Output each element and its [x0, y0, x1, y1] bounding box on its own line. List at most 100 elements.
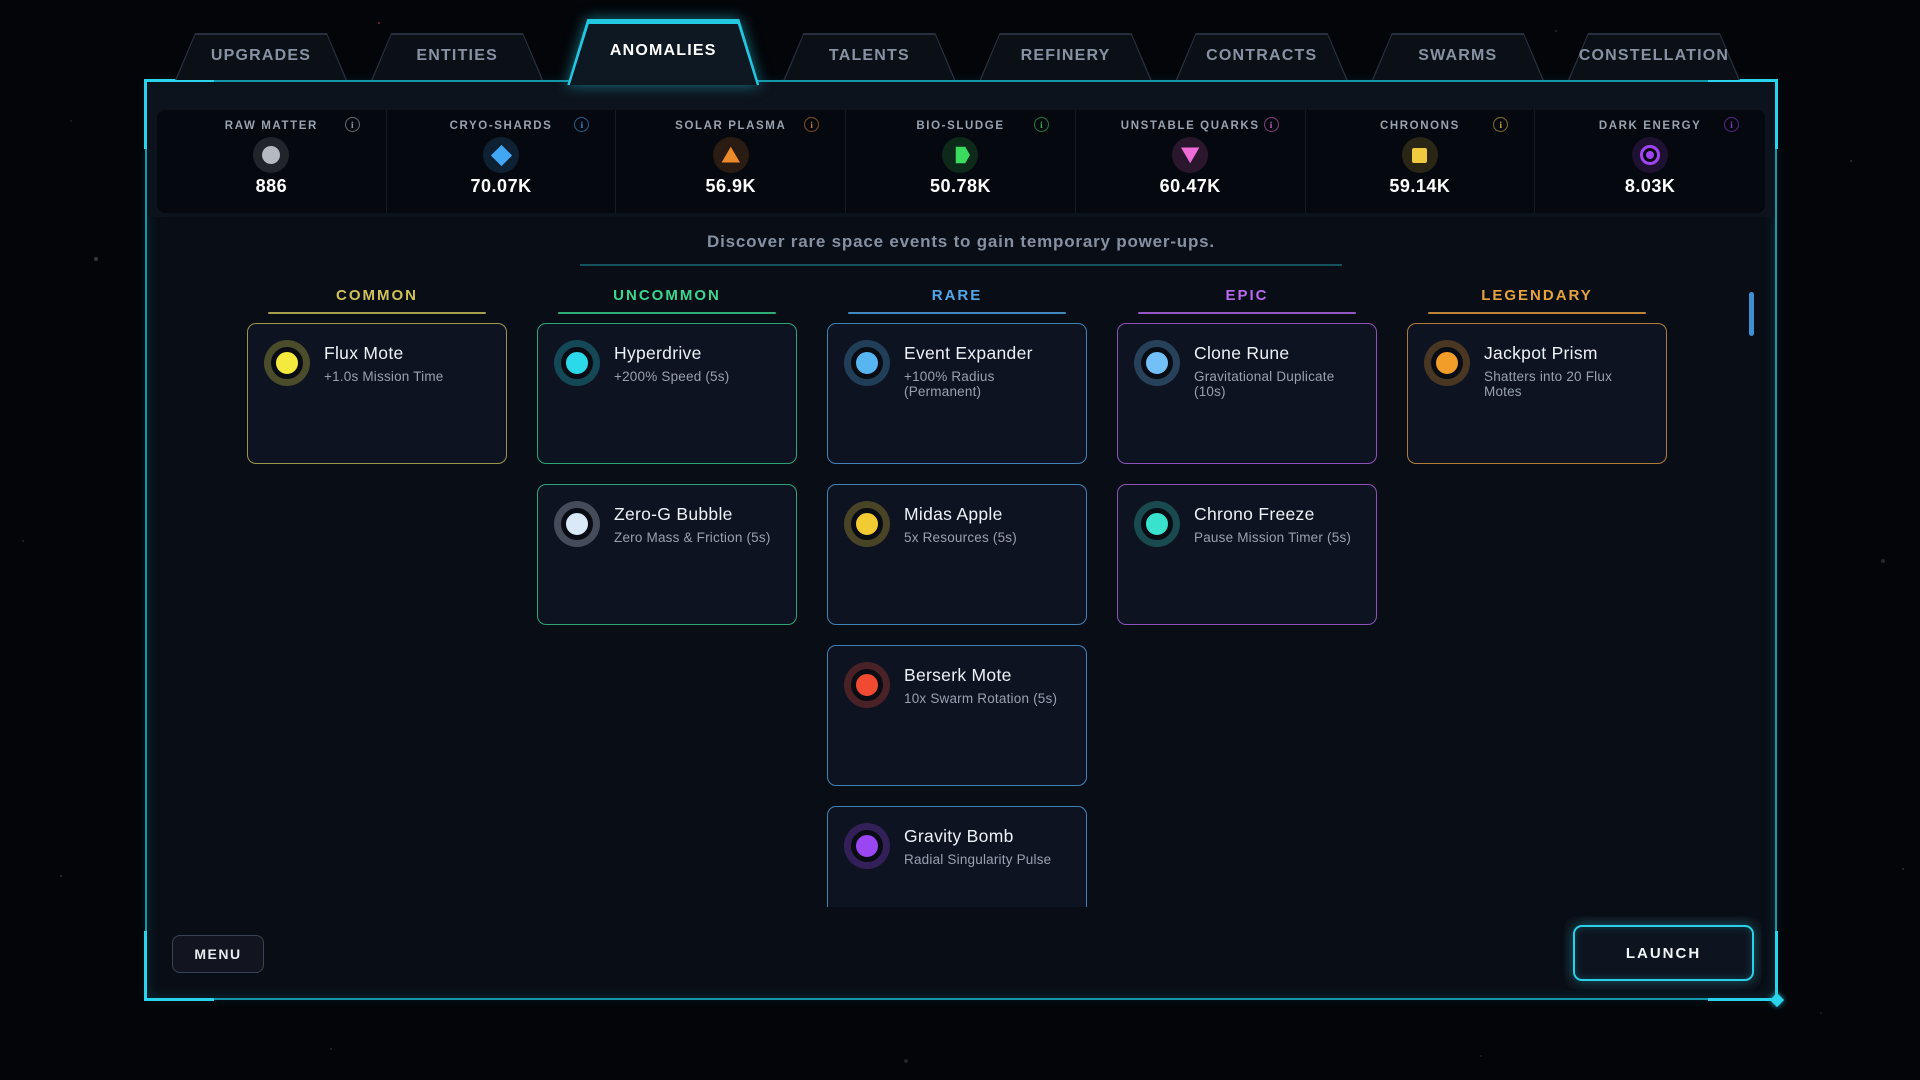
card-desc: 5x Resources (5s)	[904, 530, 1017, 545]
midas-apple-icon	[844, 501, 890, 547]
solar-plasma-icon	[712, 137, 749, 173]
resource-label: UNSTABLE QUARKS	[1120, 120, 1260, 132]
resource-label: CHRONONS	[1379, 120, 1460, 132]
tab-anomalies[interactable]: ANOMALIES	[567, 19, 759, 85]
tagline: Discover rare space events to gain tempo…	[707, 232, 1215, 251]
card-text: Hyperdrive +200% Speed (5s)	[614, 339, 729, 384]
info-icon[interactable]: i	[344, 117, 360, 132]
anomaly-card-hyperdrive[interactable]: Hyperdrive +200% Speed (5s)	[537, 323, 797, 464]
tab-label: TALENTS	[828, 46, 910, 64]
card-title: Jackpot Prism	[1484, 343, 1598, 363]
tab-background	[785, 35, 954, 81]
cryo-shards-glyph	[490, 144, 512, 166]
rarity-column-common: COMMON Flux Mote+1.0s Mission Time	[247, 287, 507, 907]
rarity-header: LEGENDARY	[1481, 287, 1593, 304]
solar-plasma-glyph	[721, 146, 740, 163]
resource-value: 8.03K	[1624, 176, 1676, 196]
tab-contracts[interactable]: CONTRACTS	[1176, 33, 1348, 80]
zero-g-bubble-icon	[554, 501, 600, 547]
info-icon[interactable]: i	[1723, 117, 1739, 132]
tab-swarms[interactable]: SWARMS	[1372, 33, 1544, 80]
tab-refinery[interactable]: REFINERY	[980, 33, 1152, 80]
resource-label: BIO-SLUDGE	[916, 120, 1005, 132]
card-desc: 10x Swarm Rotation (5s)	[904, 691, 1058, 706]
info-icon[interactable]: i	[1493, 117, 1509, 132]
launch-button[interactable]: LAUNCH	[1573, 925, 1754, 981]
resource-value: 70.07K	[470, 176, 532, 196]
resource-value: 886	[255, 176, 288, 196]
unstable-quarks-glyph	[1181, 147, 1200, 164]
resource-cryo-shards: CRYO-SHARDS i 70.07K	[387, 110, 617, 213]
card-desc: +1.0s Mission Time	[324, 369, 444, 384]
tab-background	[981, 35, 1150, 81]
card-title: Event Expander	[904, 343, 1033, 363]
resource-value: 56.9K	[705, 176, 757, 196]
tab-label: UPGRADES	[210, 46, 312, 64]
rarity-underline	[1138, 312, 1356, 314]
anomaly-card-flux-mote[interactable]: Flux Mote+1.0s Mission Time	[247, 323, 507, 464]
info-icon[interactable]: i	[804, 117, 820, 132]
card-title: Hyperdrive	[614, 343, 702, 363]
card-desc: Pause Mission Timer (5s)	[1194, 530, 1352, 545]
dark-energy-icon	[1632, 137, 1669, 173]
launch-button-frame: LAUNCH	[1565, 917, 1761, 989]
resource-dark-energy: DARK ENERGY i 8.03K	[1535, 110, 1765, 213]
info-icon[interactable]: i	[1263, 117, 1279, 132]
card-title: Berserk Mote	[904, 665, 1012, 685]
dark-energy-glyph	[1646, 151, 1655, 159]
resource-raw-matter: RAW MATTER i 886	[157, 110, 387, 213]
tab-label: CONTRACTS	[1206, 46, 1318, 64]
tab-entities[interactable]: ENTITIES	[371, 33, 543, 80]
resource-label: DARK ENERGY	[1598, 120, 1702, 132]
resource-label: CRYO-SHARDS	[449, 120, 553, 132]
hyperdrive-icon	[554, 340, 600, 386]
menu-button[interactable]: MENU	[172, 935, 264, 973]
card-desc: +200% Speed (5s)	[614, 369, 730, 384]
rarity-underline	[848, 312, 1066, 314]
card-list: Flux Mote+1.0s Mission Time	[247, 323, 507, 464]
scrollbar-thumb[interactable]	[1749, 292, 1754, 336]
anomaly-card-event-expander[interactable]: Event Expander +100% Radius (Permanent)	[827, 323, 1087, 464]
tab-background	[1373, 35, 1542, 81]
tab-label: ANOMALIES	[609, 42, 717, 59]
chrono-freeze-icon	[1134, 501, 1180, 547]
raw-matter-glyph	[262, 146, 281, 164]
tab-background	[570, 24, 757, 85]
card-desc: Radial Singularity Pulse	[904, 852, 1052, 867]
card-title: Gravity Bomb	[904, 826, 1014, 846]
anomaly-card-berserk-mote[interactable]: Berserk Mote 10x Swarm Rotation (5s)	[827, 645, 1087, 786]
info-icon[interactable]: i	[1033, 117, 1049, 132]
tab-label: SWARMS	[1418, 46, 1498, 64]
card-title: Chrono Freeze	[1194, 504, 1315, 524]
tab-upgrades[interactable]: UPGRADES	[175, 33, 347, 80]
resource-label: RAW MATTER	[224, 120, 318, 132]
gravity-bomb-icon	[844, 823, 890, 869]
chronons-icon	[1401, 137, 1438, 173]
info-icon[interactable]: i	[574, 117, 590, 132]
rarity-header: COMMON	[336, 287, 418, 304]
card-desc: +100% Radius (Permanent)	[904, 369, 995, 399]
tab-talents[interactable]: TALENTS	[783, 33, 955, 80]
tab-background	[373, 35, 542, 81]
card-title: Clone Rune	[1194, 343, 1290, 363]
tab-constellation[interactable]: CONSTELLATION	[1568, 33, 1740, 80]
card-desc: Zero Mass & Friction (5s)	[614, 530, 771, 545]
